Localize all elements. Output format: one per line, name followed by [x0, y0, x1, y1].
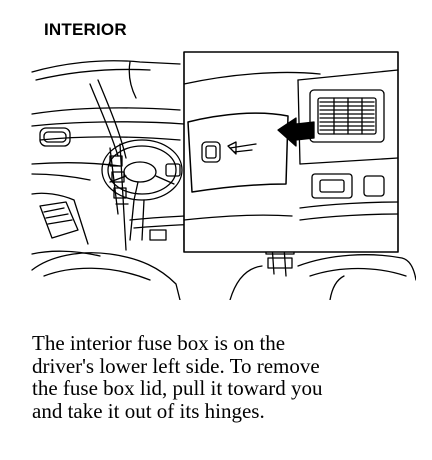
seats [31, 252, 416, 300]
dashboard [31, 107, 185, 257]
caption-line: The interior fuse box is on the [32, 331, 286, 355]
section-heading: INTERIOR [44, 20, 127, 39]
caption-line: and take it out of its hinges. [32, 398, 265, 423]
car-interior-illustration [31, 51, 416, 300]
center-console [109, 143, 129, 251]
fuse-box-inset [183, 51, 399, 253]
fuse-box-caption: The interior fuse box is on the driver's… [32, 332, 422, 422]
fuse-box-lid [187, 112, 289, 193]
caption-line: the fuse box lid, pull it toward you [32, 376, 323, 400]
air-vent [309, 89, 385, 143]
pull-direction-arrow [277, 117, 315, 147]
caption-line: driver's lower left side. To remove [32, 353, 320, 378]
